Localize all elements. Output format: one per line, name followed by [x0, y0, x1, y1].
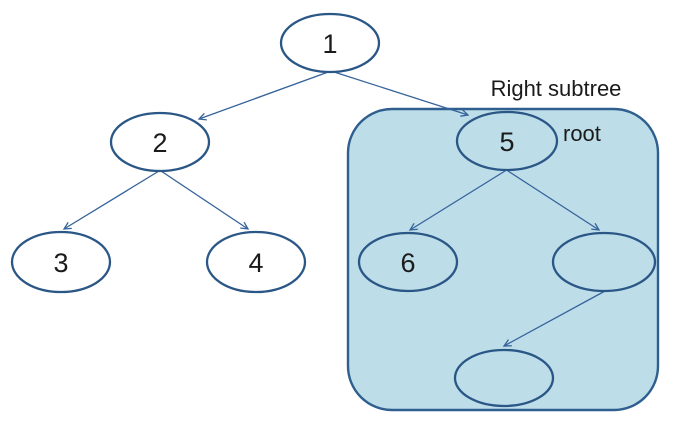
edge-n7-n8 [504, 290, 606, 346]
tree-node-4 [205, 230, 307, 294]
edge-n1-n5 [330, 70, 468, 115]
node-label-2: 2 [152, 128, 167, 158]
node-label-3: 3 [53, 248, 68, 278]
tree-node-blank-right [551, 231, 657, 293]
tree-node-labels: 1 2 3 4 5 6 [53, 29, 514, 278]
tree-node-6 [357, 231, 459, 293]
edge-n1-n2 [199, 70, 332, 119]
tree-edges [64, 70, 606, 346]
tree-node-2 [109, 111, 211, 173]
edge-n5-n6 [410, 170, 506, 230]
tree-node-blank-bottom [453, 348, 555, 408]
right-subtree-highlight-box [346, 107, 660, 412]
edge-n2-n4 [160, 170, 248, 229]
node-label-6: 6 [400, 248, 415, 278]
root-label: root [563, 121, 601, 146]
node-label-5: 5 [499, 127, 514, 157]
tree-node-3 [10, 230, 112, 294]
edge-n2-n3 [64, 170, 160, 229]
tree-node-5 [455, 110, 559, 172]
edge-n5-n7 [507, 170, 599, 230]
tree-node-1 [279, 12, 381, 74]
tree-nodes [10, 12, 657, 408]
right-subtree-label: Right subtree [491, 76, 622, 101]
node-label-4: 4 [248, 248, 263, 278]
node-label-1: 1 [322, 29, 337, 59]
